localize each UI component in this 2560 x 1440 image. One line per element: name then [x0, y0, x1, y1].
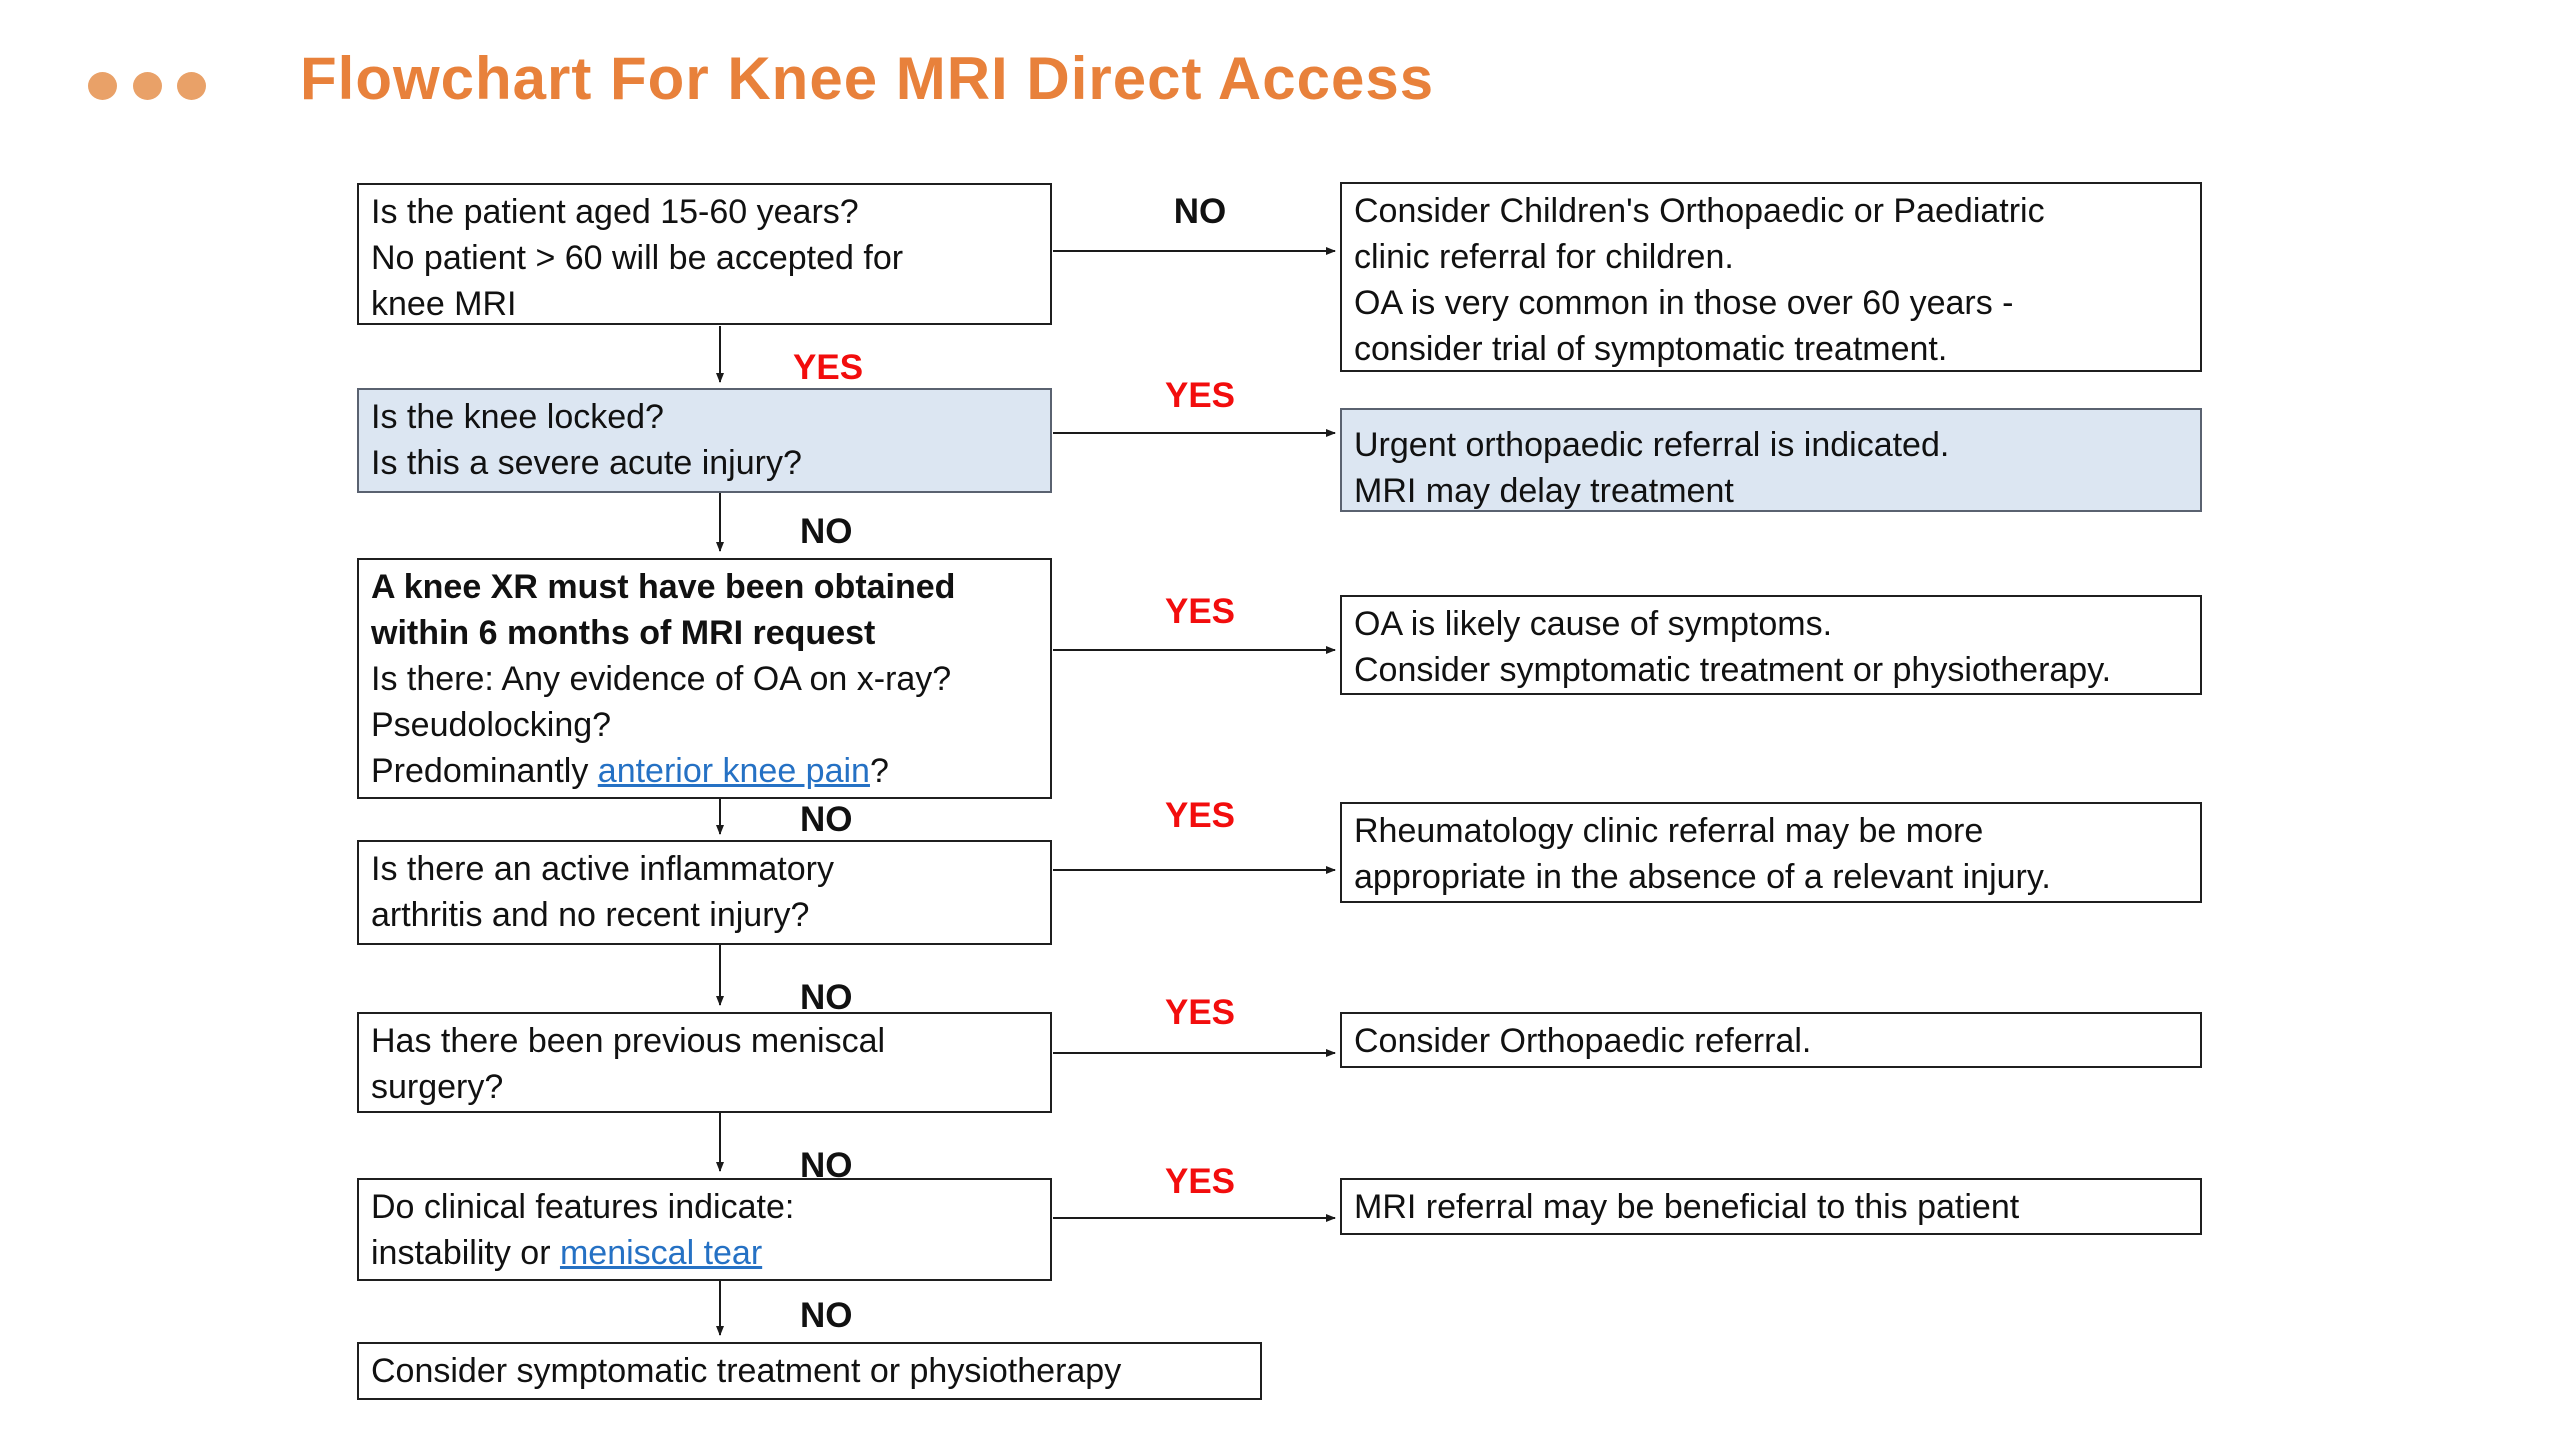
final-box-symptomatic-treatment: Consider symptomatic treatment or physio…	[357, 1342, 1262, 1400]
question-box-clinical-features: Do clinical features indicate: instabili…	[357, 1178, 1052, 1281]
no-label-q5: NO	[800, 1146, 853, 1185]
outcome-box-rheumatology: Rheumatology clinic referral may be more…	[1340, 802, 2202, 903]
yes-label-q1-down: YES	[793, 348, 864, 387]
page-title: Flowchart For Knee MRI Direct Access	[300, 45, 1435, 112]
outcome-box-urgent-orthopaedic: Urgent orthopaedic referral is indicated…	[1340, 408, 2202, 512]
outcome-box-orthopaedic-referral: Consider Orthopaedic referral.	[1340, 1012, 2202, 1068]
bullet-dot	[177, 72, 206, 100]
no-label-q2: NO	[800, 512, 853, 551]
no-label-q1: NO	[1173, 192, 1227, 231]
anterior-knee-pain-link[interactable]: anterior knee pain	[597, 752, 870, 790]
outcome-box-paediatric-referral: Consider Children's Orthopaedic or Paedi…	[1340, 182, 2202, 372]
meniscal-tear-link[interactable]: meniscal tear	[559, 1234, 763, 1272]
outcome-box-mri-beneficial: MRI referral may be beneficial to this p…	[1340, 1178, 2202, 1235]
question-box-locked-knee: Is the knee locked? Is this a severe acu…	[357, 388, 1052, 493]
yes-label-q6: YES	[1164, 1162, 1236, 1201]
question-xr-body-text: Is there: Any evidence of OA on x-ray? P…	[371, 660, 952, 790]
outcome-box-oa-likely: OA is likely cause of symptoms. Consider…	[1340, 595, 2202, 695]
yes-label-q3: YES	[1164, 592, 1236, 631]
question-box-age: Is the patient aged 15-60 years? No pati…	[357, 183, 1052, 325]
question-box-previous-surgery: Has there been previous meniscal surgery…	[357, 1012, 1052, 1113]
no-label-q4: NO	[800, 978, 853, 1017]
no-label-q3: NO	[800, 800, 853, 839]
question-box-xr: A knee XR must have been obtained within…	[357, 558, 1052, 799]
question-box-inflammatory-arthritis: Is there an active inflammatory arthriti…	[357, 840, 1052, 945]
question-clinical-features-text: Do clinical features indicate: instabili…	[371, 1188, 795, 1272]
bullet-dot	[133, 72, 162, 100]
question-xr-suffix: ?	[869, 752, 889, 790]
no-label-q6: NO	[800, 1296, 853, 1335]
yes-label-q2: YES	[1164, 376, 1236, 415]
yes-label-q5: YES	[1164, 993, 1236, 1032]
bullet-dot	[88, 72, 117, 100]
question-xr-bold-text: A knee XR must have been obtained within…	[371, 568, 956, 652]
yes-label-q4: YES	[1164, 796, 1236, 835]
